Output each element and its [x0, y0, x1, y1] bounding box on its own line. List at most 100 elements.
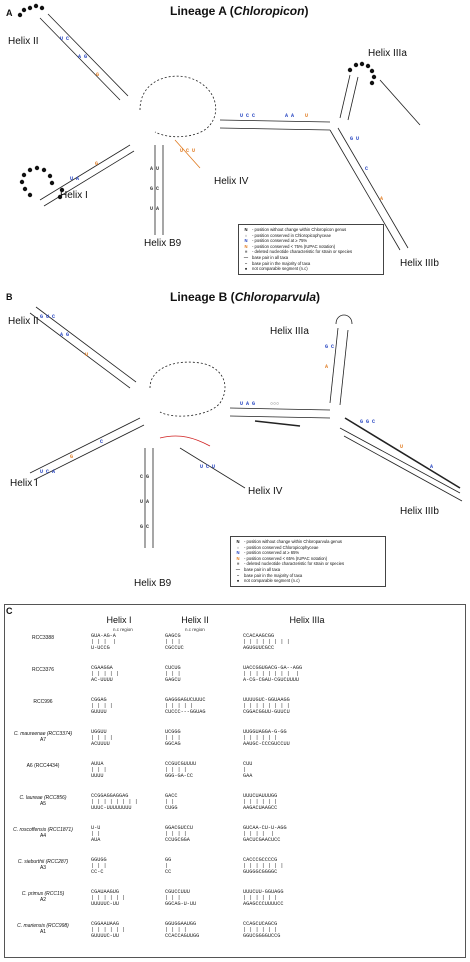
clade-label: A5 — [39, 801, 47, 807]
helix-h3-sequence: UUGGUAGGA-G-GG | | | | | | AAUGC-CCCGUCC… — [243, 729, 290, 747]
svg-text:U C C: U C C — [240, 113, 255, 119]
helix-h2-sequence: CGUCCUUU | | | GGCAG-U-UU — [165, 889, 197, 907]
strain-label: C. roscoffensis (RCC1871)A4 — [13, 827, 73, 839]
helix-h2-sequence: GGACGUCCU | | | | CCUGCGGA — [165, 825, 194, 843]
svg-text:U A: U A — [140, 499, 149, 505]
svg-text:U C A: U C A — [40, 469, 55, 475]
strain-name: RCC3388 — [32, 635, 54, 641]
strain-name: C. sieburthii (RCC287) — [17, 859, 69, 865]
helix-h3-sequence: UUUCUAUUUGG | | | | | | AAGACUAAGCC — [243, 793, 278, 811]
col-helix-ii: Helix II — [181, 615, 209, 625]
strain-label: C. primus (RCC15)A2 — [13, 891, 73, 903]
helix-h2-sequence: UCGGG | | | GGCAG — [165, 729, 181, 747]
helix-h2-sequence: GAGGGAGUCUUUC | | | | | CUCCC---GGUAG — [165, 697, 206, 715]
svg-text:A: A — [325, 364, 328, 370]
clade-label: A2 — [39, 897, 47, 903]
legend-row: ■- deleted nucleotide characteristic for… — [236, 561, 345, 567]
strain-label: C. maureenae (RCC3374)A7 — [13, 731, 73, 743]
helix-h3-sequence: UUUUGUC-GGUAAGG | | | | | | | | CGGACGGU… — [243, 697, 290, 715]
legend-row: –base pair in the majority of taxa — [236, 572, 303, 578]
panel-b-helix-b9: Helix B9 — [134, 578, 172, 589]
strain-name: A6 (RCC4434) — [26, 763, 60, 769]
helix-h1-sequence: CGAAGGA | | | | | AC-UUUU — [91, 665, 120, 683]
svg-text:U C: U C — [60, 36, 69, 42]
panel-b-title: Lineage B (Chloroparvula) — [170, 290, 320, 304]
helix-h1-sequence: AUUA | | | UUUU — [91, 761, 107, 779]
subhead-nc-1: n.c region — [113, 627, 133, 632]
svg-text:A U: A U — [150, 166, 159, 172]
panel-b: B Lineage B (Chloroparvula) G U C A G U — [0, 288, 470, 598]
panel-b-helix-iv: Helix IV — [248, 486, 283, 497]
svg-text:U: U — [305, 113, 308, 119]
panel-b-helix-iiia: Helix IIIa — [270, 326, 309, 337]
legend-row: —base pair in all taxa — [243, 254, 289, 260]
strain-label: RCC3376 — [13, 667, 73, 673]
svg-text:A A: A A — [285, 113, 294, 119]
helix-h2-sequence: CUCUG | | | GAGCU — [165, 665, 181, 683]
legend-row: ●not comparable segment (n.c) — [244, 266, 308, 272]
panel-a-letter: A — [6, 8, 13, 18]
helix-h3-sequence: CCAGCUCAGCG | | | | | | GGUCGGGGUCCG — [243, 921, 281, 939]
svg-text:G C: G C — [150, 186, 159, 192]
clade-label: A7 — [39, 737, 47, 743]
legend-row: ○- position conserved in Chloropicophyce… — [244, 232, 331, 238]
helix-h1-sequence: CGGAG | | | | GUUUU — [91, 697, 113, 715]
strain-label: RCC3388 — [13, 635, 73, 641]
svg-text:A G: A G — [60, 332, 69, 338]
legend-row: N- position conserved at ≥ 65% — [236, 550, 300, 556]
clade-label: A3 — [39, 865, 47, 871]
panel-b-title-text: Lineage B ( — [170, 290, 235, 304]
svg-text:G: G — [96, 72, 99, 78]
strain-name: C. laureae (RCC856) — [19, 795, 67, 801]
svg-text:U A: U A — [70, 176, 79, 182]
panel-a-helix-ii: Helix II — [8, 36, 39, 47]
strain-name: RCC3376 — [32, 667, 54, 673]
panel-a-helix-iiib: Helix IIIb — [400, 258, 439, 269]
panel-a-title: Lineage A (Chloropicon) — [170, 4, 308, 18]
panel-a: A Lineage A (Chloropicon) — [0, 0, 470, 285]
helix-h1-sequence: UGGUU | | | | ACUUUU — [91, 729, 113, 747]
panel-a-title-close: ) — [304, 4, 309, 18]
panel-b-letter: B — [6, 292, 13, 302]
strain-name: C. mariensis (RCC998) — [17, 923, 69, 929]
clade-label: A1 — [39, 929, 47, 935]
subhead-nc-2: n.c region — [185, 627, 205, 632]
clade-label: A4 — [39, 833, 47, 839]
panel-a-title-text: Lineage A ( — [170, 4, 234, 18]
panel-a-helix-iiia: Helix IIIa — [368, 48, 407, 59]
helix-h2-sequence: GACC | | CUGG — [165, 793, 178, 811]
helix-h3-sequence: CUU | GAA — [243, 761, 253, 779]
panel-a-legend: N- position without change within Chloro… — [238, 224, 384, 275]
svg-text:U A G: U A G — [240, 401, 255, 407]
helix-h2-sequence: GGUGGAAUGG | | | | CCACCAGUUGG — [165, 921, 200, 939]
legend-row: —base pair in all taxa — [235, 566, 281, 572]
svg-text:C G: C G — [140, 474, 149, 480]
strain-label: A6 (RCC4434) — [13, 763, 73, 769]
svg-text:G: G — [95, 161, 98, 167]
panel-b-helix-i: Helix I — [10, 478, 38, 489]
svg-text:C: C — [365, 166, 368, 172]
col-helix-i: Helix I — [106, 615, 132, 625]
svg-text:G: G — [70, 454, 73, 460]
legend-row: ●not comparable segment (n.c) — [236, 578, 300, 584]
svg-text:U C U: U C U — [200, 464, 215, 470]
panel-b-helix-ii: Helix II — [8, 316, 39, 327]
strain-name: C. primus (RCC15) — [21, 891, 65, 897]
svg-text:U: U — [400, 444, 403, 450]
svg-text:C: C — [100, 439, 103, 445]
strain-label: RCC996 — [13, 699, 73, 705]
svg-text:G U: G U — [350, 136, 359, 142]
helix-h3-sequence: CACCCGCCCCG | | | | | | | GUGGGCGGGGC — [243, 857, 284, 875]
strain-label: C. laureae (RCC856)A5 — [13, 795, 73, 807]
svg-text:G U C: G U C — [40, 314, 55, 320]
panel-b-title-genus: Chloroparvula — [234, 290, 317, 304]
helix-h3-sequence: CCACAAGCGG | | | | | | | | AGUGUUCGCC — [243, 633, 290, 651]
legend-row: N- position conserved < 65% (IUPAC notat… — [236, 555, 328, 561]
strain-label: C. mariensis (RCC998)A1 — [13, 923, 73, 935]
helix-h1-sequence: CGGAAUAAG | | | | | | GUUUUC-UU — [91, 921, 126, 939]
legend-row: N- position conserved < 75% (IUPAC notat… — [244, 243, 336, 249]
svg-text:G G C: G G C — [360, 419, 375, 425]
panel-b-title-close: ) — [316, 290, 321, 304]
legend-row: –base pair in the majority of taxa — [244, 260, 311, 266]
